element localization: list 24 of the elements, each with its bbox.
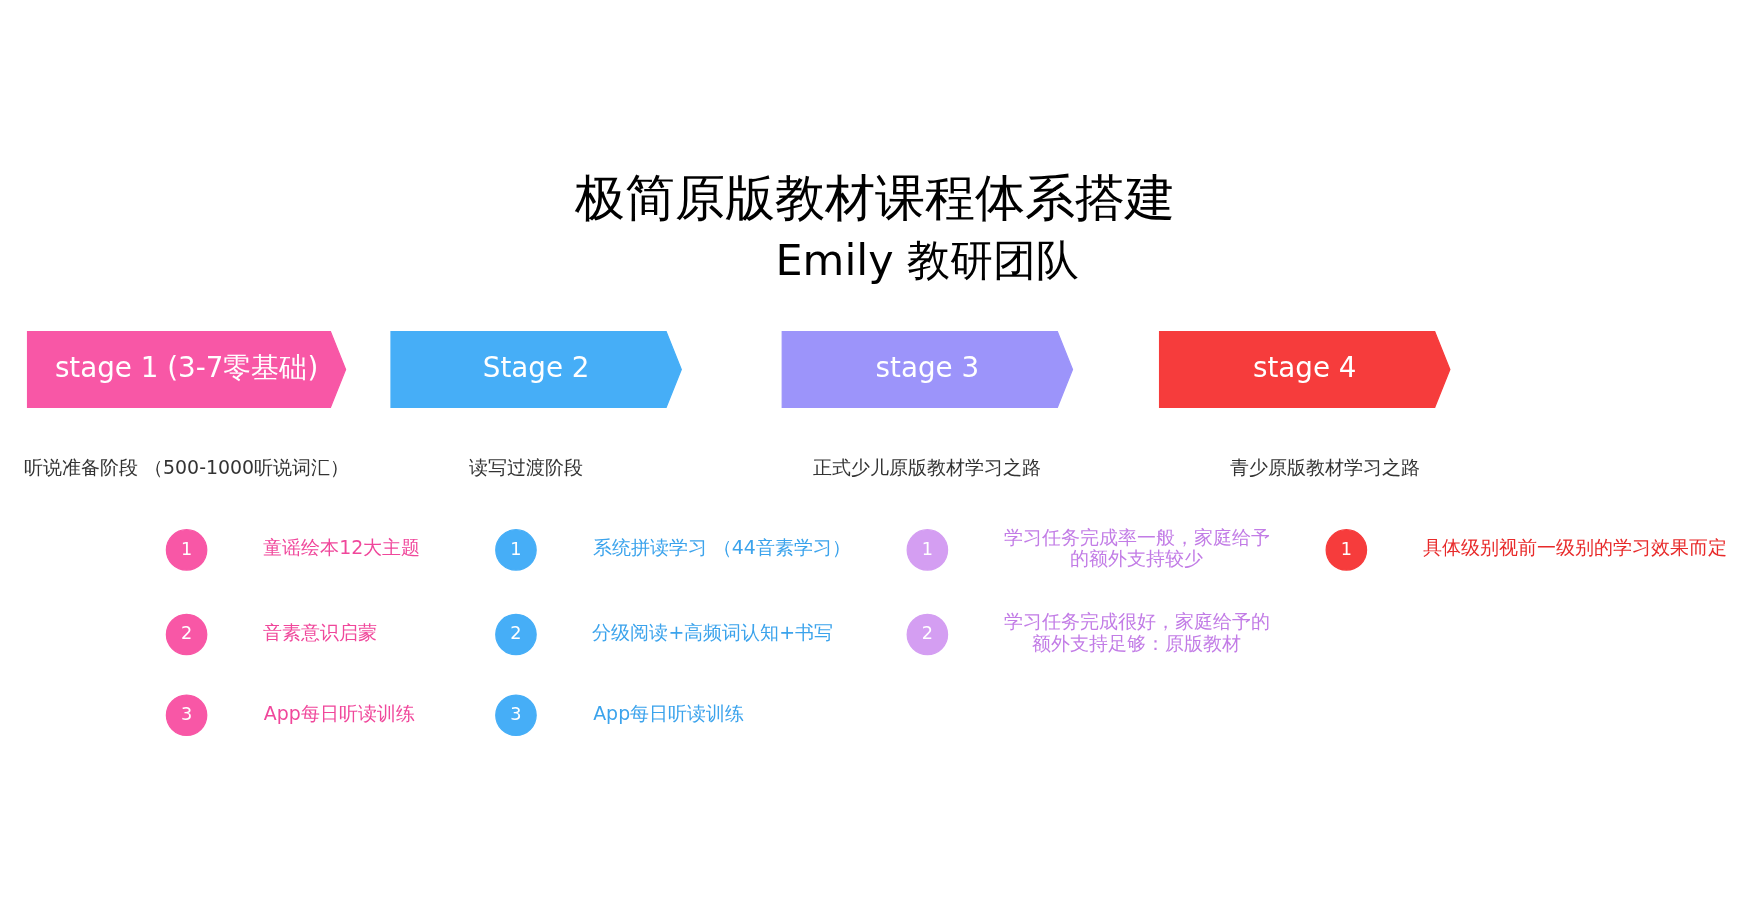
node-circle: 3 <box>165 694 208 737</box>
node-label: 学习任务完成率一般，家庭给予的额外支持较少 <box>1003 525 1270 570</box>
node-label: 童谣绘本12大主题 <box>263 536 421 559</box>
node-label: 系统拼读学习 （44音素学习） <box>592 536 851 559</box>
label: Emily 教研团队 <box>775 235 1080 286</box>
node-label: 分级阅读+高频词认知+书写 <box>592 620 834 643</box>
node-label: 读写过渡阶段 <box>469 455 584 478</box>
node-circle: 1 <box>906 529 949 571</box>
node-circle: 2 <box>495 613 537 656</box>
node-label: 青少原版教材学习之路 <box>1229 455 1420 478</box>
node-label: 学习任务完成很好，家庭给予的额外支持足够：原版教材 <box>1003 610 1270 654</box>
node-label: App每日听读训练 <box>593 701 745 724</box>
node-label: 正式少儿原版教材学习之路 <box>813 455 1042 478</box>
node-circle: 1 <box>165 529 208 571</box>
node-circle: 1 <box>495 529 537 571</box>
node-circle: 2 <box>906 613 949 656</box>
node-circle: 3 <box>495 694 537 737</box>
node-label: 具体级别视前一级别的学习效果而定 <box>1422 536 1727 559</box>
node-circle: 1 <box>1325 529 1368 571</box>
node-label: App每日听读训练 <box>263 701 415 724</box>
diagram-title: 极简原版教材课程体系搭建 <box>575 168 1175 228</box>
node-label: 听说准备阶段 （500-1000听说词汇） <box>24 455 350 478</box>
node-circle: 2 <box>165 613 208 656</box>
node-label: 音素意识启蒙 <box>263 620 378 643</box>
